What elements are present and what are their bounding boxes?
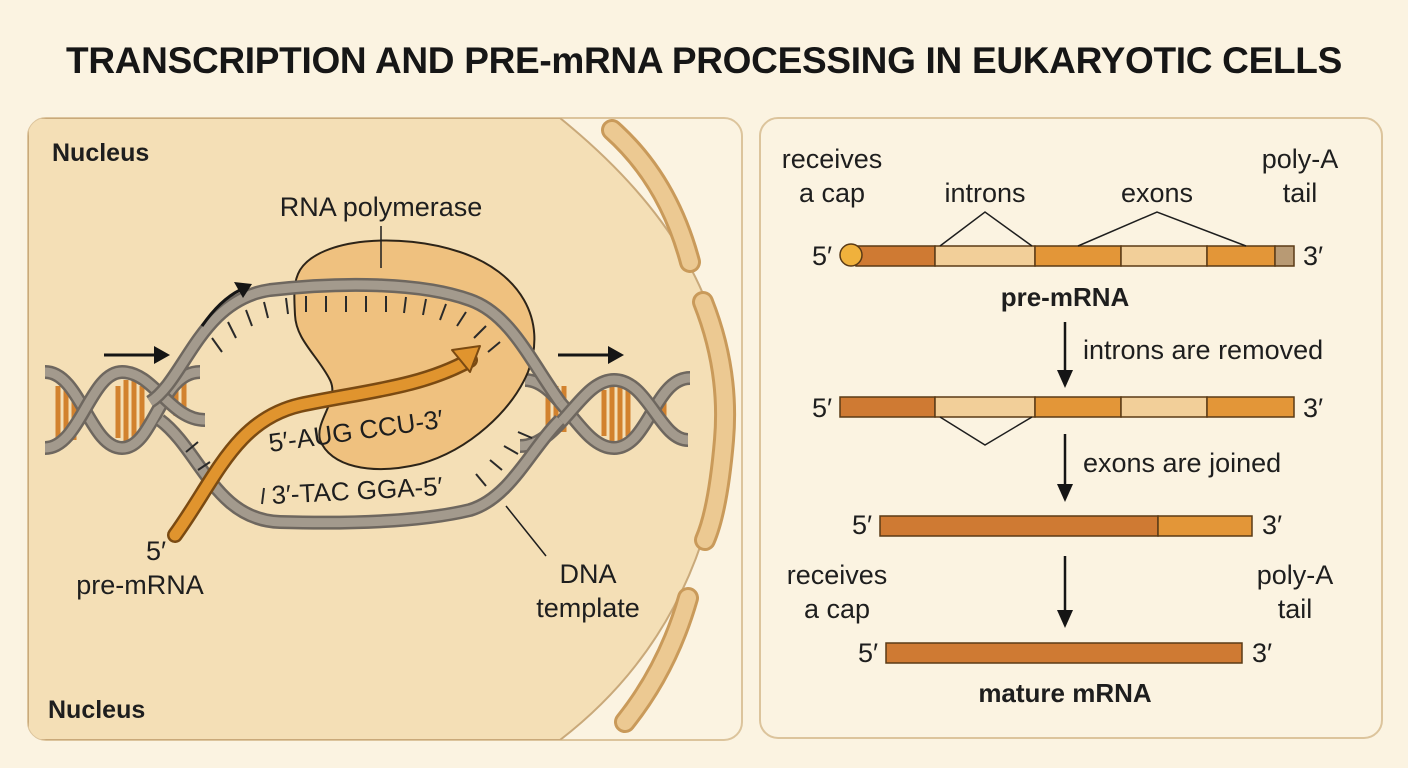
exon-segment	[879, 515, 1159, 537]
cap-label-1: receives	[782, 144, 883, 174]
nucleus-label-bottom: Nucleus	[48, 696, 145, 724]
mature-5prime: 5′	[858, 638, 878, 668]
step2-label: exons are joined	[1083, 448, 1281, 478]
cap-label-2: a cap	[799, 178, 865, 208]
exon-segment	[855, 245, 936, 267]
premrna-bar	[855, 245, 1295, 267]
premrna-label-right: pre-mRNA	[1001, 282, 1130, 312]
exon-segment	[1034, 396, 1122, 418]
polya-label-1: poly-A	[1262, 144, 1339, 174]
nuclear-envelope	[601, 119, 737, 733]
dna-template-label-2: template	[536, 593, 640, 623]
dna-bubble-top-strand	[145, 277, 566, 408]
cap-label2-1: receives	[787, 560, 888, 590]
leader-lines	[380, 226, 547, 557]
dna-template-label-1: DNA	[559, 559, 616, 589]
premrna-strand	[167, 345, 481, 543]
exon-segment	[1206, 396, 1295, 418]
bar3-3prime: 3′	[1262, 510, 1282, 540]
intron-segment	[934, 245, 1036, 267]
step-arrows	[1057, 322, 1073, 628]
polymerase-label: RNA polymerase	[280, 192, 483, 222]
mature-3prime: 3′	[1252, 638, 1272, 668]
cap-label2-2: a cap	[804, 594, 870, 624]
nucleus-label-top: Nucleus	[52, 139, 149, 167]
mature-mrna-label: mature mRNA	[978, 678, 1152, 708]
intron-exon-pointers	[939, 211, 1247, 247]
removed-intron-loop	[939, 416, 1033, 446]
premrna-5prime-label: 5′	[146, 536, 166, 566]
bar2-5prime: 5′	[812, 393, 832, 423]
intron-segment	[934, 396, 1036, 418]
polya-label2-2: tail	[1278, 594, 1313, 624]
bar2-3prime: 3′	[1303, 393, 1323, 423]
exons-label: exons	[1121, 178, 1193, 208]
step1-label: introns are removed	[1083, 335, 1323, 365]
polya-tail-segment	[1274, 245, 1295, 267]
exon-segment	[839, 396, 936, 418]
exon-segment	[1206, 245, 1276, 267]
polya-label-2: tail	[1283, 178, 1318, 208]
introns-label: introns	[944, 178, 1025, 208]
premrna-label-left: pre-mRNA	[76, 570, 204, 600]
intron-segment	[1120, 245, 1208, 267]
joined-exons-bar	[879, 515, 1253, 537]
cap-circle	[839, 243, 863, 267]
polya-label2-1: poly-A	[1257, 560, 1334, 590]
premrna-5prime: 5′	[812, 241, 832, 271]
direction-arrows	[104, 282, 624, 364]
exon-segment	[1034, 245, 1122, 267]
bar3-5prime: 5′	[852, 510, 872, 540]
premrna-arrowhead	[451, 345, 481, 373]
mature-mrna-bar	[885, 642, 1243, 664]
exon-segment	[1157, 515, 1253, 537]
spliced-bar	[839, 396, 1295, 418]
premrna-3prime: 3′	[1303, 241, 1323, 271]
processing-panel	[759, 117, 1383, 739]
intron-segment	[1120, 396, 1208, 418]
page-title: TRANSCRIPTION AND PRE-mRNA PROCESSING IN…	[66, 40, 1342, 81]
